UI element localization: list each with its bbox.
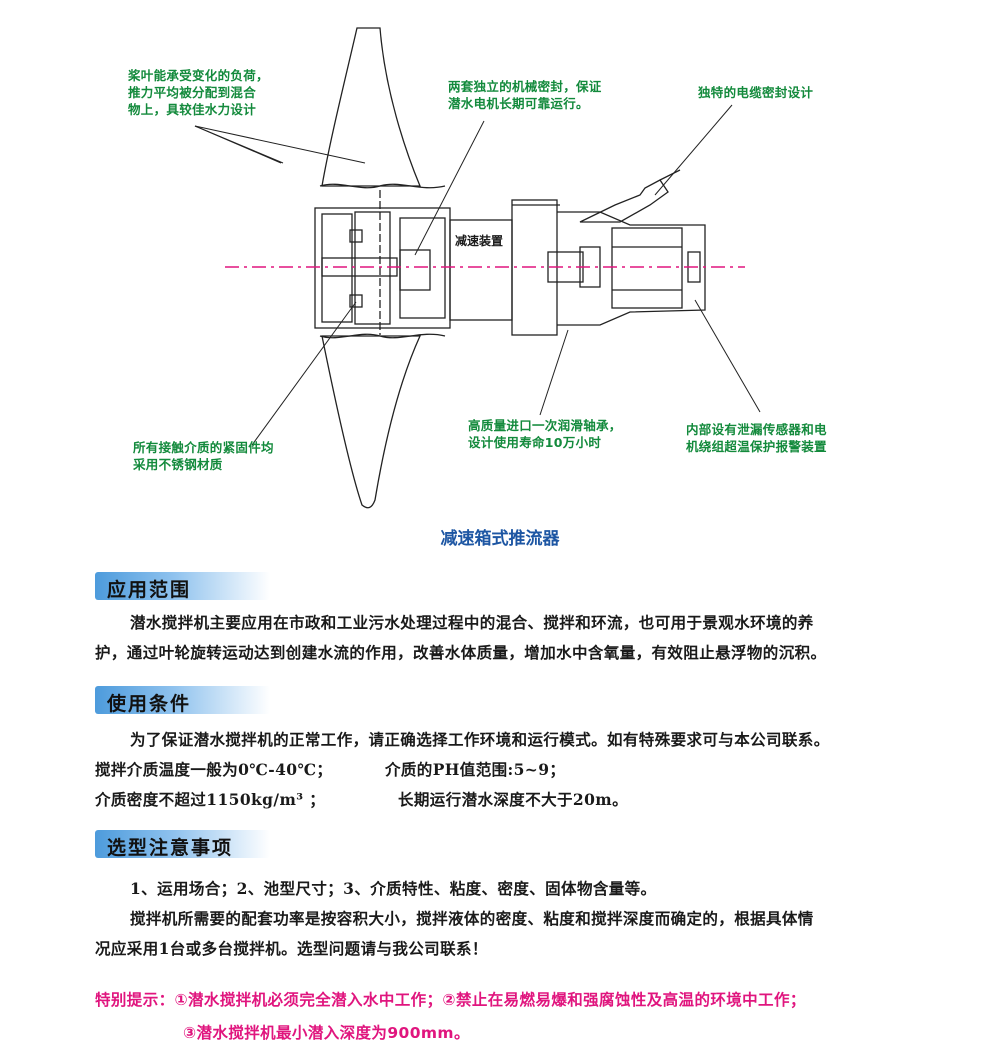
section-heading: 使用条件 — [107, 693, 192, 715]
condition-depth: 长期运行潜水深度不大于20m。 — [398, 790, 628, 809]
paragraph-line: 为了保证潜水搅拌机的正常工作，请正确选择工作环境和运行模式。如有特殊要求可与本公… — [130, 730, 830, 749]
pointer-lines — [251, 104, 761, 446]
condition-density: 介质密度不超过1150kg/m³ ； — [95, 790, 326, 809]
leader-lines — [194, 125, 366, 164]
notice-line-1: 特别提示：①潜水搅拌机必须完全潜入水中工作；②禁止在易燃易爆和强腐蚀性及高温的环… — [95, 991, 806, 1009]
paragraph-line: 搅拌机所需要的配套功率是按容积大小，搅拌液体的密度、粘度和搅拌深度而确定的，根据… — [130, 909, 814, 928]
annotation-sensor: 内部设有泄漏传感器和电 机绕组超温保护报警装置 — [686, 422, 827, 454]
mixer-diagram — [194, 27, 761, 509]
paragraph-line: 护，通过叶轮旋转运动达到创建水流的作用，改善水体质量，增加水中含氧量，有效阻止悬… — [95, 643, 827, 662]
paragraph-line: 潜水搅拌机主要应用在市政和工业污水处理过程中的混合、搅拌和环流，也可用于景观水环… — [130, 613, 814, 632]
paragraph-line: 况应采用1台或多台搅拌机。选型问题请与我公司联系！ — [95, 939, 488, 958]
condition-ph: 介质的PH值范围:5~9； — [385, 760, 566, 779]
section-heading: 应用范围 — [107, 579, 192, 601]
section-header-selection: 选型注意事项 — [95, 830, 270, 859]
diagram-title: 减速箱式推流器 — [440, 529, 560, 549]
annotation-leaders — [283, 121, 410, 255]
annotation-mechanical-seal: 两套独立的机械密封，保证 潜水电机长期可靠运行。 — [448, 79, 602, 111]
notice-line-2: ③潜水搅拌机最小潜入深度为900mm。 — [183, 1024, 470, 1042]
section-heading: 选型注意事项 — [107, 837, 234, 859]
cable-gland — [579, 179, 669, 223]
paragraph-line: 1、运用场合；2、池型尺寸；3、介质特性、粘度、密度、固体物含量等。 — [130, 879, 657, 898]
section-header-application: 应用范围 — [95, 572, 270, 601]
annotation-blade: 桨叶能承受变化的负荷， 推力平均被分配到混合 物上，具较佳水力设计 — [128, 68, 269, 117]
annotation-cable-seal: 独特的电缆密封设计 — [698, 85, 814, 100]
annotation-fasteners: 所有接触介质的紧固件均 采用不锈钢材质 — [133, 440, 274, 472]
section-header-conditions: 使用条件 — [95, 686, 270, 715]
condition-temperature: 搅拌介质温度一般为0℃-40℃； — [95, 760, 333, 779]
blade-top — [321, 27, 421, 187]
annotation-bearing: 高质量进口一次润滑轴承， 设计使用寿命10万小时 — [468, 418, 622, 450]
gearbox-label: 减速装置 — [455, 234, 504, 248]
blade-bottom — [321, 335, 422, 509]
